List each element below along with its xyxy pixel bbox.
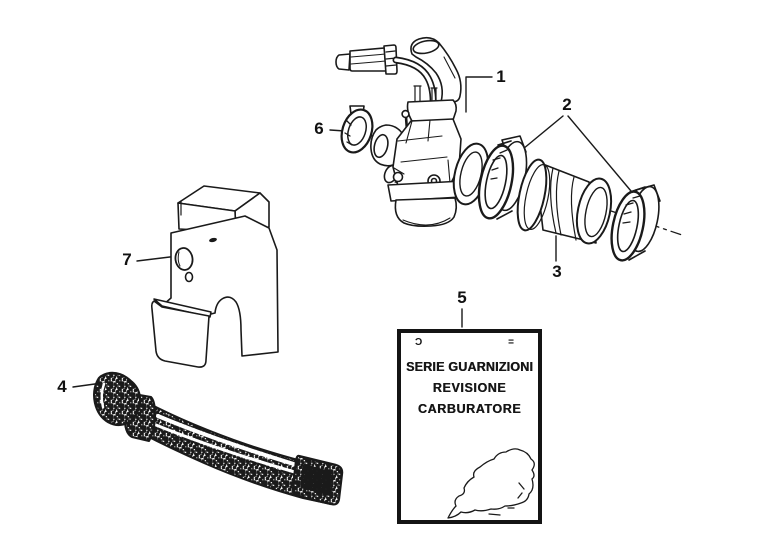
kit-box-title-line-3: CARBURATORE xyxy=(417,402,522,416)
carburetor-body xyxy=(392,118,462,191)
kit-box-corner-marks: Ɔ = xyxy=(401,333,538,348)
callout-1-leader xyxy=(465,76,493,113)
callout-2-leader-a xyxy=(522,115,564,150)
kit-box-title-line-1: SERIE GUARNIZIONI xyxy=(405,360,534,374)
float-bowl xyxy=(387,180,464,227)
callout-6: 6 xyxy=(314,119,324,138)
duct-outlet-flange xyxy=(291,454,344,506)
part-2-clamp-front-drawing xyxy=(477,135,528,220)
callout-4: 4 xyxy=(57,377,67,396)
throttle-cable-drawing xyxy=(335,44,437,110)
bracket-mount-hole xyxy=(174,237,217,283)
part-1-carburetor-drawing xyxy=(335,36,490,227)
kit-box-mark-right: = xyxy=(508,337,514,348)
callout-3: 3 xyxy=(552,262,562,281)
part-2-clamp-rear-drawing xyxy=(610,184,661,262)
part-7-bracket-drawing xyxy=(150,185,279,368)
callout-1: 1 xyxy=(496,67,506,86)
gasket-outline-drawing xyxy=(447,448,535,519)
kit-box-title-line-2: REVISIONE xyxy=(432,381,507,395)
carburetor-top-cap xyxy=(401,85,457,160)
part-3-sleeve-drawing xyxy=(516,158,613,245)
callout-5: 5 xyxy=(457,288,467,307)
part-4-intake-duct-drawing xyxy=(93,371,344,506)
callout-2: 2 xyxy=(562,95,572,114)
part-5-gasket-kit-box: Ɔ = SERIE GUARNIZIONI REVISIONE CARBURAT… xyxy=(397,329,542,524)
carburetor-inlet-elbow xyxy=(410,36,462,103)
kit-box-mark-left: Ɔ xyxy=(415,337,423,348)
part-6-clamp-drawing xyxy=(340,105,374,154)
callout-2-leader-b xyxy=(567,115,632,192)
callout-7: 7 xyxy=(122,250,132,269)
